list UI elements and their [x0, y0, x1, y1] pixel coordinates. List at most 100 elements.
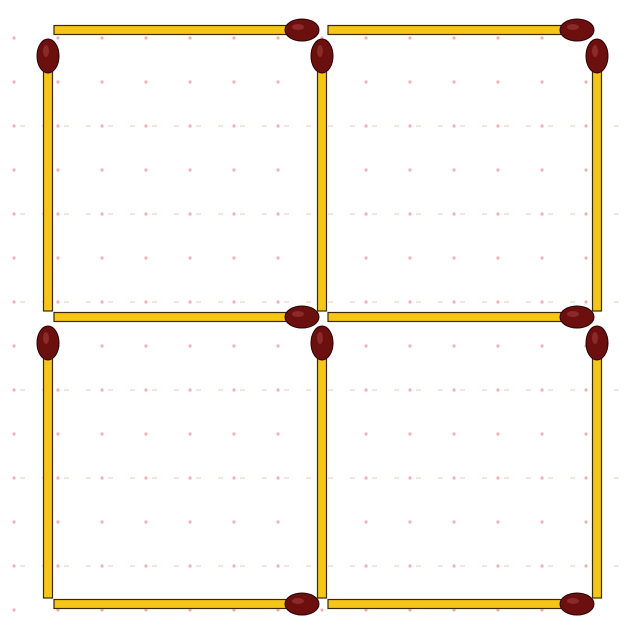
grid-dot — [232, 344, 235, 347]
grid-dash — [526, 565, 531, 566]
grid-dot — [56, 388, 59, 391]
grid-dot — [12, 388, 15, 391]
grid-dash — [64, 565, 69, 566]
grid-dot — [100, 344, 103, 347]
grid-dot — [144, 300, 147, 303]
matchstick-head — [560, 593, 594, 615]
grid-dot — [408, 344, 411, 347]
grid-dot — [56, 124, 59, 127]
grid-dot — [364, 256, 367, 259]
grid-dash — [174, 213, 179, 214]
grid-dot — [408, 564, 411, 567]
grid-dash — [174, 301, 179, 302]
grid-dot — [584, 168, 587, 171]
grid-dot — [188, 256, 191, 259]
grid-dot — [144, 388, 147, 391]
grid-dot — [188, 388, 191, 391]
matchstick-bottom-left[interactable] — [54, 593, 319, 615]
grid-dot — [100, 80, 103, 83]
grid-dot — [100, 212, 103, 215]
grid-dot — [56, 564, 59, 567]
grid-dash — [130, 301, 135, 302]
grid-dot — [100, 564, 103, 567]
matchstick-body — [44, 56, 53, 311]
grid-dot — [56, 168, 59, 171]
matchstick-middle-right[interactable] — [328, 306, 594, 328]
grid-dash — [196, 565, 201, 566]
matchstick-body — [318, 343, 327, 598]
matchstick-body — [593, 56, 602, 311]
grid-dash — [108, 389, 113, 390]
grid-dash — [438, 125, 443, 126]
grid-dash — [218, 125, 223, 126]
grid-dot — [276, 388, 279, 391]
grid-dot — [276, 124, 279, 127]
grid-dot — [496, 300, 499, 303]
matchstick-upper-right-edge[interactable] — [586, 39, 608, 311]
matchstick-upper-center[interactable] — [311, 39, 333, 311]
grid-dot — [276, 212, 279, 215]
grid-dot — [56, 36, 59, 39]
grid-dot — [452, 476, 455, 479]
grid-dot — [232, 80, 235, 83]
matchstick-upper-left-edge[interactable] — [37, 39, 59, 311]
grid-dash — [394, 565, 399, 566]
grid-dot — [452, 212, 455, 215]
grid-dot — [408, 520, 411, 523]
grid-dot — [188, 300, 191, 303]
matchstick-head-highlight — [292, 311, 304, 317]
grid-dot — [540, 520, 543, 523]
grid-dot — [364, 476, 367, 479]
grid-dot — [100, 168, 103, 171]
grid-dot — [452, 344, 455, 347]
grid-dash — [20, 125, 25, 126]
matchstick-middle-left[interactable] — [54, 306, 319, 328]
grid-dot — [496, 124, 499, 127]
grid-dot — [408, 256, 411, 259]
grid-dash — [350, 389, 355, 390]
matchstick-head — [285, 593, 319, 615]
grid-dash — [130, 477, 135, 478]
grid-dot — [188, 432, 191, 435]
grid-dot — [408, 80, 411, 83]
grid-dot — [452, 124, 455, 127]
grid-dash — [394, 213, 399, 214]
grid-dash — [394, 301, 399, 302]
grid-dot — [452, 168, 455, 171]
grid-dot — [276, 344, 279, 347]
grid-dash — [130, 125, 135, 126]
matchstick-lower-left-edge[interactable] — [37, 326, 59, 598]
grid-dash — [218, 213, 223, 214]
matchstick-head-highlight — [292, 598, 304, 604]
matchstick-lower-right-edge[interactable] — [586, 326, 608, 598]
grid-dash — [108, 213, 113, 214]
grid-dot — [12, 476, 15, 479]
matchstick-body — [328, 600, 577, 609]
grid-dot — [12, 432, 15, 435]
grid-dash — [548, 125, 553, 126]
grid-dot — [496, 344, 499, 347]
grid-dash — [306, 301, 311, 302]
grid-dot — [364, 344, 367, 347]
grid-dash — [614, 125, 619, 126]
matchstick-head — [586, 39, 608, 73]
grid-dash — [460, 125, 465, 126]
grid-dot — [232, 476, 235, 479]
grid-dash — [306, 565, 311, 566]
grid-dot — [452, 80, 455, 83]
grid-dot — [232, 520, 235, 523]
grid-dot — [364, 212, 367, 215]
grid-dash — [482, 389, 487, 390]
grid-dot — [100, 520, 103, 523]
matchstick-lower-center[interactable] — [311, 326, 333, 598]
matchstick-bottom-right[interactable] — [328, 593, 594, 615]
grid-dash — [526, 301, 531, 302]
grid-dot — [232, 256, 235, 259]
matchstick-top-right[interactable] — [328, 19, 594, 41]
grid-dot — [408, 388, 411, 391]
grid-dash — [262, 213, 267, 214]
grid-dot — [144, 212, 147, 215]
grid-dot — [540, 212, 543, 215]
grid-dash — [64, 125, 69, 126]
